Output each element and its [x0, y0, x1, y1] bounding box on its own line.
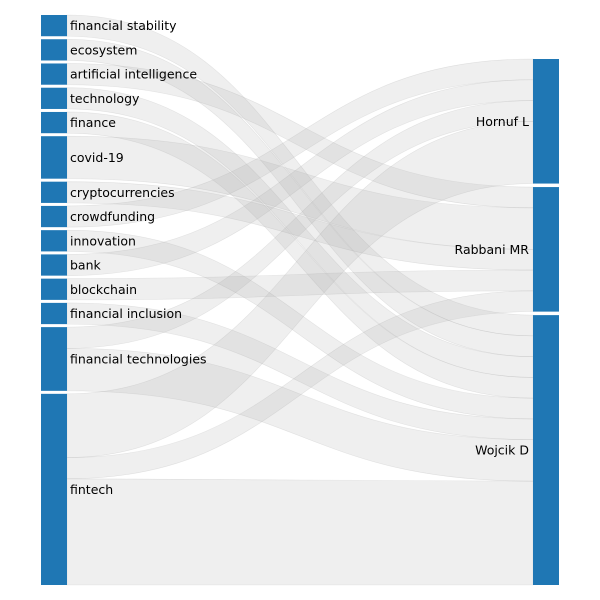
left-node-innovation	[41, 230, 67, 252]
left-node-financial-technologies	[41, 327, 67, 391]
left-node-label-crowdfunding: crowdfunding	[70, 209, 155, 224]
left-node-label-financial-technologies: financial technologies	[70, 351, 207, 366]
left-node-label-bank: bank	[70, 258, 102, 273]
left-node-label-financial-inclusion: financial inclusion	[70, 306, 182, 321]
left-node-label-finance: finance	[70, 115, 116, 130]
right-node-wojcik-d	[533, 315, 559, 585]
right-node-label-wojcik-d: Wojcik D	[475, 443, 529, 458]
left-node-fintech	[41, 393, 67, 585]
left-node-label-innovation: innovation	[70, 233, 136, 248]
left-node-label-fintech: fintech	[70, 482, 113, 497]
left-node-artificial-intelligence	[41, 63, 67, 85]
right-node-hornuf-l	[533, 59, 559, 184]
left-node-bank	[41, 254, 67, 276]
left-node-label-covid-19: covid-19	[70, 150, 124, 165]
left-node-label-blockchain: blockchain	[70, 282, 137, 297]
right-node-rabbani-mr	[533, 187, 559, 312]
left-node-label-cryptocurrencies: cryptocurrencies	[70, 185, 175, 200]
right-node-label-hornuf-l: Hornuf L	[476, 114, 529, 129]
left-node-label-technology: technology	[70, 91, 140, 106]
left-node-crowdfunding	[41, 205, 67, 228]
left-node-label-artificial-intelligence: artificial intelligence	[70, 67, 197, 82]
labels-layer: financial stability ecosystem artificial i…	[70, 18, 529, 497]
left-node-financial-inclusion	[41, 302, 67, 325]
right-node-label-rabbani-mr: Rabbani MR	[455, 242, 530, 257]
left-node-ecosystem	[41, 39, 67, 61]
left-node-financial-stability	[41, 15, 67, 37]
left-node-cryptocurrencies	[41, 181, 67, 203]
left-node-technology	[41, 87, 67, 109]
left-node-label-financial-stability: financial stability	[70, 18, 177, 33]
left-node-covid-19	[41, 136, 67, 179]
left-node-label-ecosystem: ecosystem	[70, 42, 137, 57]
left-node-finance	[41, 111, 67, 134]
left-node-blockchain	[41, 278, 67, 300]
link-fintech-to-wojcik-d	[66, 478, 534, 586]
nodes-layer	[41, 15, 559, 585]
